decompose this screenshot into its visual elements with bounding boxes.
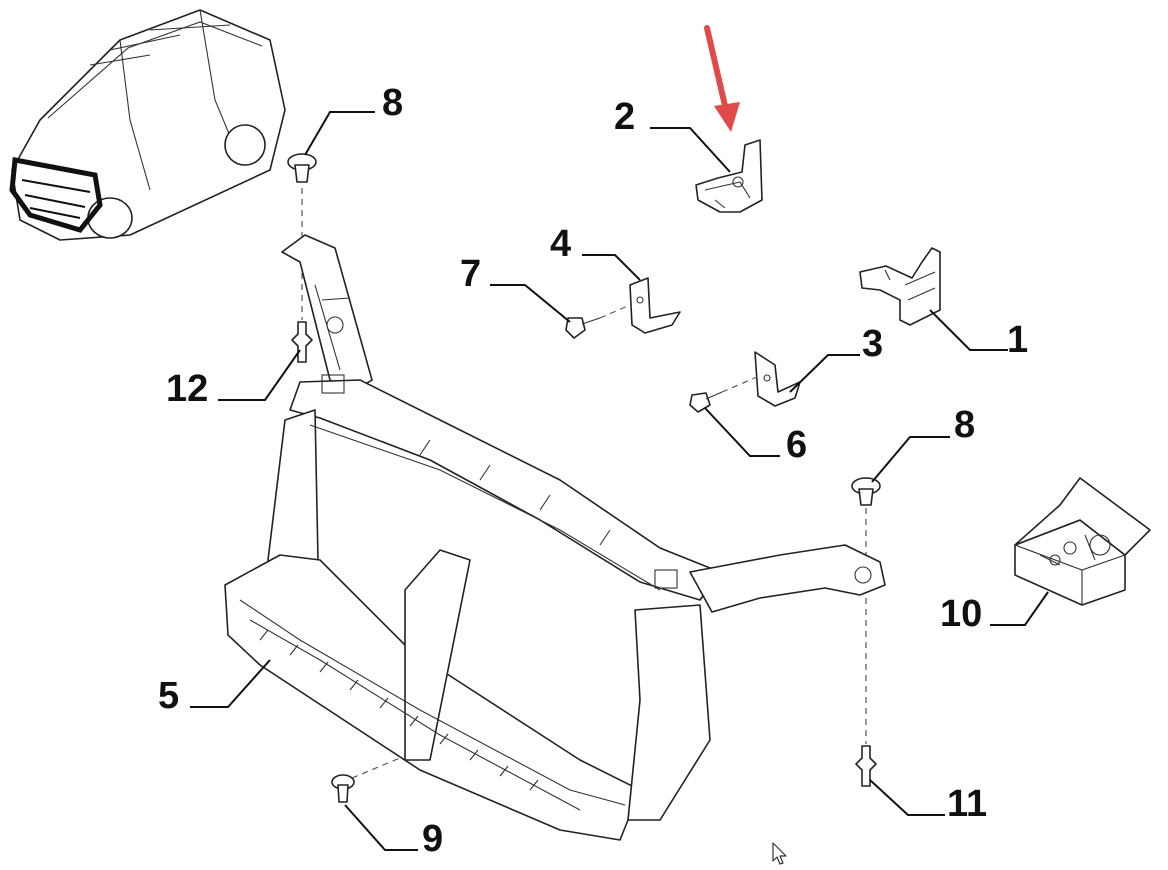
callout-8-top-left[interactable]: 8 xyxy=(382,82,403,124)
part-8-fastener-left[interactable] xyxy=(287,153,317,240)
callout-1[interactable]: 1 xyxy=(1007,319,1028,361)
callout-3[interactable]: 3 xyxy=(862,323,883,365)
part-4-bracket[interactable] xyxy=(629,277,681,334)
highlight-arrow-icon xyxy=(704,25,740,132)
mouse-cursor-icon xyxy=(772,842,787,865)
part-1-bracket[interactable] xyxy=(859,247,941,326)
part-9-fastener[interactable] xyxy=(331,757,401,803)
callouts: 8 2 4 7 1 3 12 6 8 10 5 11 9 xyxy=(158,82,1028,860)
leader-lines xyxy=(190,111,1049,851)
callout-5[interactable]: 5 xyxy=(158,675,179,717)
part-8-fastener-right[interactable] xyxy=(851,477,881,560)
callout-4[interactable]: 4 xyxy=(550,223,571,265)
part-2-bracket[interactable] xyxy=(695,139,763,213)
part-12-fastener[interactable] xyxy=(291,262,313,363)
part-7-screw[interactable] xyxy=(565,304,631,339)
callout-2[interactable]: 2 xyxy=(614,96,635,138)
callout-9[interactable]: 9 xyxy=(422,818,443,860)
callout-7[interactable]: 7 xyxy=(460,253,481,295)
callout-10[interactable]: 10 xyxy=(940,593,982,635)
part-3-bracket[interactable] xyxy=(754,351,801,407)
part-10-kit-box[interactable] xyxy=(1014,477,1151,606)
part-11-fastener[interactable] xyxy=(855,598,877,787)
callout-8-right[interactable]: 8 xyxy=(954,404,975,446)
callout-6[interactable]: 6 xyxy=(786,424,807,466)
callout-11[interactable]: 11 xyxy=(947,783,987,825)
van-thumbnail xyxy=(9,9,286,241)
part-6-screw[interactable] xyxy=(689,376,758,413)
callout-12[interactable]: 12 xyxy=(166,368,208,410)
part-5-front-frame[interactable] xyxy=(224,234,886,841)
